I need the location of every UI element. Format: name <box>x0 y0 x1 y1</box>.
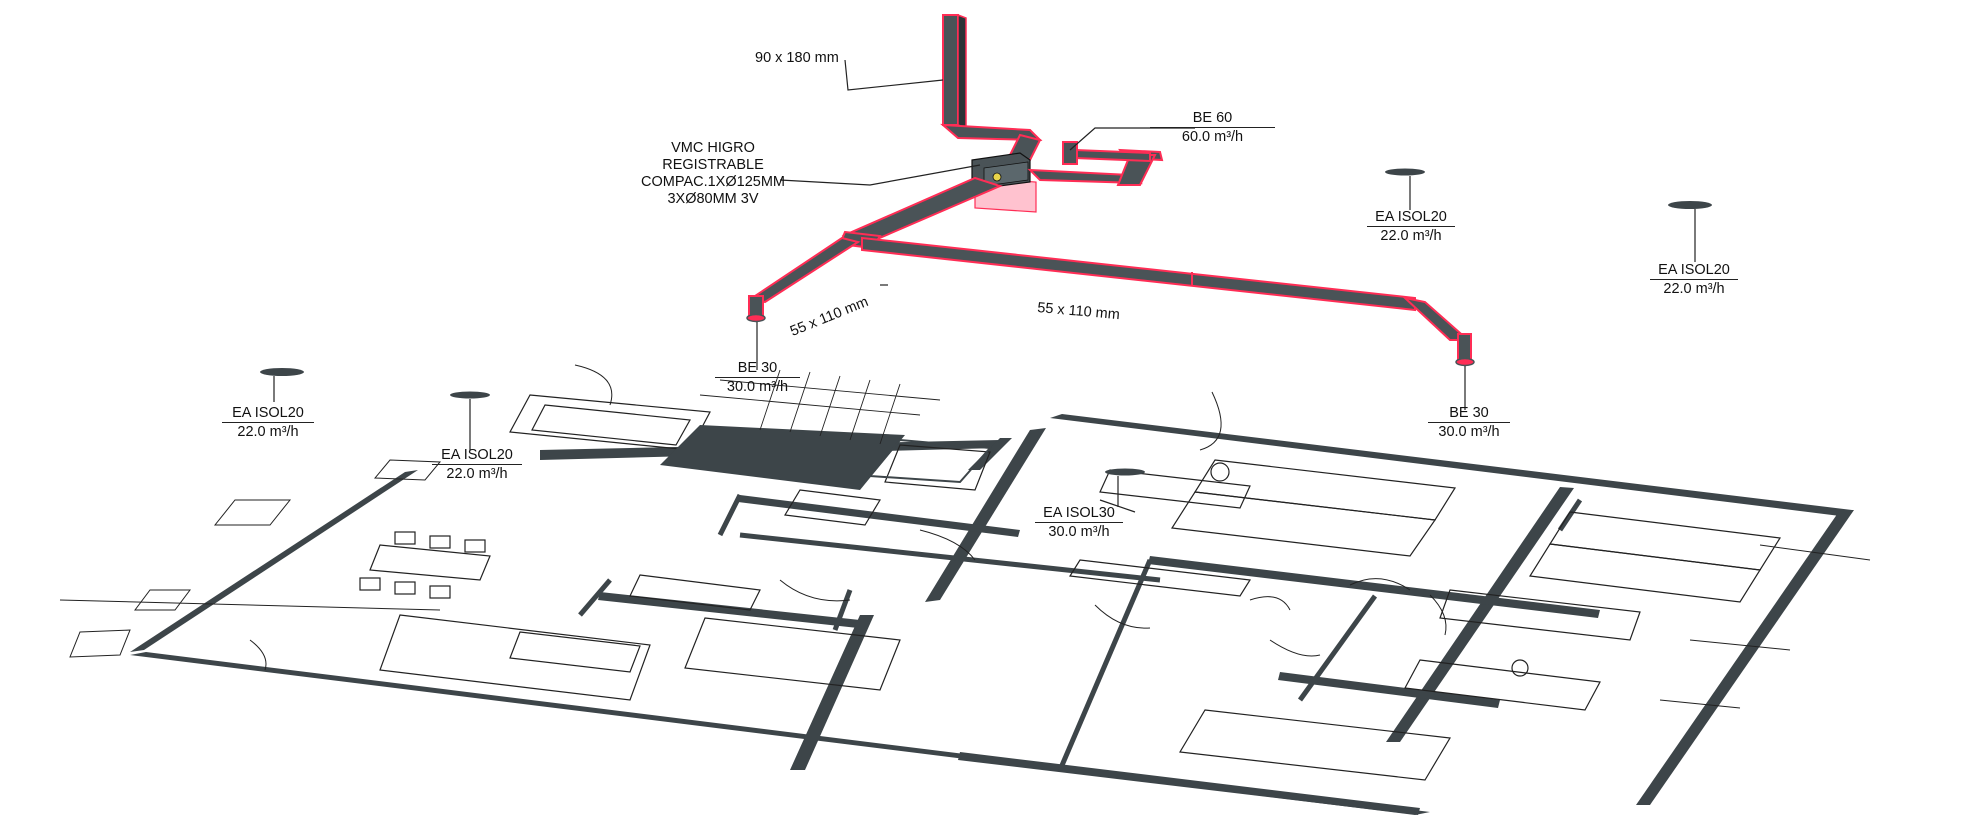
interior-walls <box>578 493 1583 771</box>
vmc-unit-line-1: VMC HIGRO <box>671 140 755 156</box>
ea-grille-top <box>1385 168 1425 210</box>
door-swings <box>249 364 1447 671</box>
ea-isol20-top-flow: 22.0 m³/h <box>1367 226 1455 245</box>
vmc-unit-line-2: REGISTRABLE <box>662 157 764 173</box>
ea-grille-center <box>1105 468 1145 507</box>
ea-isol20-mid-left-flow: 22.0 m³/h <box>432 464 522 483</box>
ea-isol30-center-tag: EA ISOL30 30.0 m³/h <box>1035 505 1123 541</box>
ea-isol20-left-type: EA ISOL20 <box>232 405 304 421</box>
vmc-unit-line-3: COMPAC.1XØ125MM <box>641 174 785 190</box>
riser-duct <box>940 13 1043 162</box>
be30-right-type: BE 30 <box>1449 405 1489 421</box>
be60-flow: 60.0 m³/h <box>1150 127 1275 146</box>
ea-grille-far-right <box>1668 201 1712 262</box>
ea-isol30-center-flow: 30.0 m³/h <box>1035 522 1123 541</box>
floor-plan <box>59 364 1871 815</box>
be30-right-tag: BE 30 30.0 m³/h <box>1428 405 1510 441</box>
stair-lines <box>699 369 941 445</box>
extract-grilles <box>260 168 1712 507</box>
ea-isol20-far-right-tag: EA ISOL20 22.0 m³/h <box>1650 262 1738 298</box>
ea-grille-left <box>260 368 304 402</box>
ea-isol30-center-type: EA ISOL30 <box>1043 505 1115 521</box>
ea-grille-mid-left <box>450 391 490 450</box>
kitchen-units <box>509 394 1641 711</box>
be30-left-flow: 30.0 m³/h <box>715 377 800 396</box>
be60-tag: BE 60 60.0 m³/h <box>1150 110 1275 146</box>
furniture-beds <box>379 459 1782 781</box>
vmc-unit-label: VMC HIGRO REGISTRABLE COMPAC.1XØ125MM 3X… <box>628 140 798 208</box>
be60-type: BE 60 <box>1192 110 1233 126</box>
dining-table <box>359 531 491 599</box>
kitchen-slab <box>660 425 905 490</box>
riser-duct-size-label: 90 x 180 mm <box>755 50 839 66</box>
left-branch-duct <box>746 236 861 323</box>
be30-left-tag: BE 30 30.0 m³/h <box>715 360 800 396</box>
ea-isol20-top-tag: EA ISOL20 22.0 m³/h <box>1367 209 1455 245</box>
terrace-lines <box>59 459 1871 709</box>
ea-isol20-mid-left-type: EA ISOL20 <box>441 447 513 463</box>
vmc-unit <box>971 152 1037 213</box>
exterior-walls <box>130 414 1854 815</box>
main-branch-duct <box>861 236 1475 367</box>
toilet <box>1511 659 1529 677</box>
appliance-grid <box>867 438 993 484</box>
washbasin <box>1210 462 1230 482</box>
ea-isol20-mid-left-tag: EA ISOL20 22.0 m³/h <box>432 447 522 483</box>
ea-isol20-left-tag: EA ISOL20 22.0 m³/h <box>222 405 314 441</box>
be60-branch-duct <box>1027 141 1164 186</box>
ductwork <box>746 13 1475 367</box>
ea-isol20-top-type: EA ISOL20 <box>1375 209 1447 225</box>
be30-right-flow: 30.0 m³/h <box>1428 422 1510 441</box>
be30-left-type: BE 30 <box>737 360 778 376</box>
ea-isol20-far-right-type: EA ISOL20 <box>1658 262 1730 278</box>
vmc-unit-line-4: 3XØ80MM 3V <box>667 191 759 207</box>
leader-lines <box>756 59 1466 513</box>
ea-isol20-left-flow: 22.0 m³/h <box>222 422 314 441</box>
ea-isol20-far-right-flow: 22.0 m³/h <box>1650 279 1738 298</box>
